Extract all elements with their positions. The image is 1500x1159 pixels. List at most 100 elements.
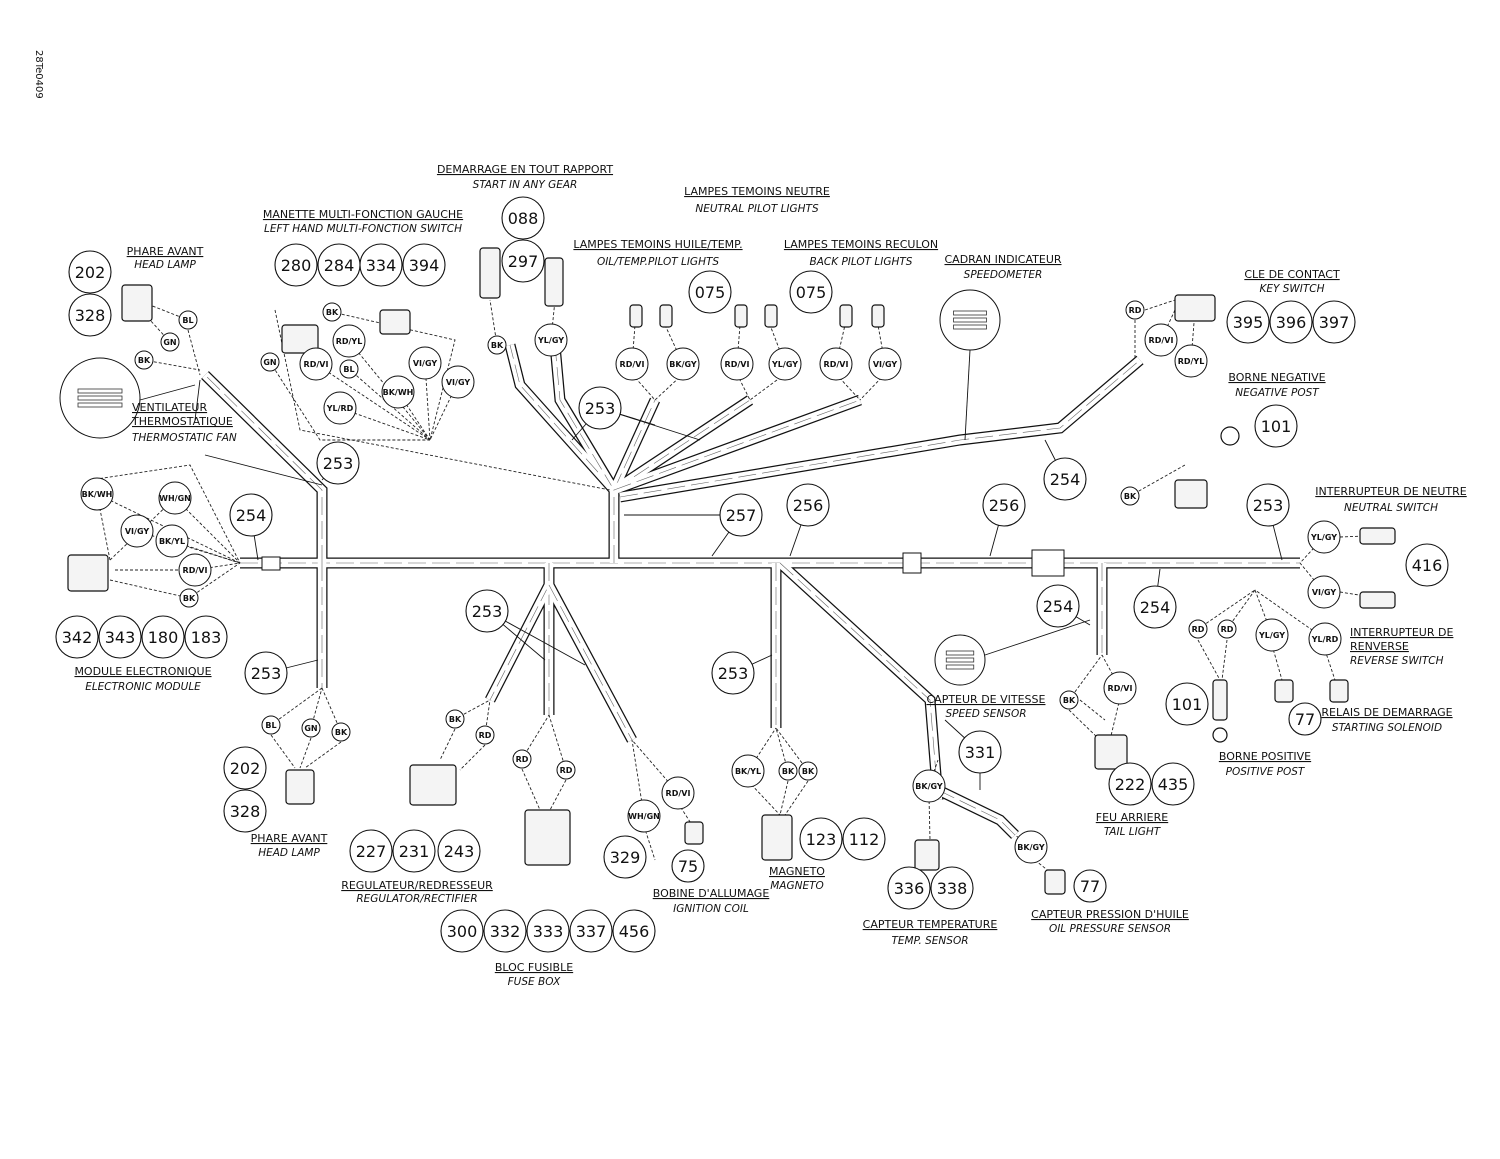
part-callout-circle [958, 730, 1002, 774]
part-number: 112 [849, 830, 880, 849]
part-number: 227 [356, 842, 387, 861]
part-callout-circle [98, 615, 142, 659]
part-number: 328 [75, 306, 106, 325]
part-callout-circle [392, 829, 436, 873]
wire-color-circle [1103, 671, 1137, 705]
wire [299, 737, 312, 769]
wire-color-circle [1217, 619, 1237, 639]
wire [187, 329, 201, 376]
wire-color-code: VI/GY [1312, 588, 1336, 597]
wire [304, 741, 342, 769]
part-number: 297 [508, 252, 539, 271]
wire-color-code: RD/VI [620, 360, 645, 369]
wire-color-code: BK [183, 594, 196, 603]
wire [521, 714, 550, 760]
wire [549, 779, 567, 811]
label-english: LEFT HAND MULTI-FONCTION SWITCH [264, 223, 462, 235]
wire-color-code: BL [343, 365, 354, 374]
part-callout-circle [501, 239, 545, 283]
wire-color-code: RD [560, 766, 573, 775]
label-english: NEUTRAL PILOT LIGHTS [695, 203, 819, 215]
part-number: 332 [490, 922, 521, 941]
wire [1068, 654, 1103, 701]
wire-color-circle [260, 352, 280, 372]
connector [409, 764, 457, 806]
wire-color-code: BK/WH [82, 490, 113, 499]
part-callout-circle [1108, 762, 1152, 806]
part-number: 253 [323, 454, 354, 473]
wire-color-circle [1307, 575, 1341, 609]
part-number: 343 [105, 628, 136, 647]
part-callout-circle [184, 615, 228, 659]
part-number: 180 [148, 628, 179, 647]
label-english: IGNITION COIL [673, 903, 749, 915]
wire [270, 687, 323, 726]
label-english: ELECTRONIC MODULE [85, 681, 201, 693]
wire-color-circle [1014, 830, 1048, 864]
connector [1212, 679, 1228, 721]
label-english: SPEED SENSOR [945, 708, 1026, 720]
wire-color-circle [512, 749, 532, 769]
wire-color-circle [301, 718, 321, 738]
label-english: NEUTRAL SWITCH [1344, 502, 1438, 514]
connector [479, 247, 501, 299]
label-french: BOBINE D'ALLUMAGE [653, 887, 770, 900]
label-french: DEMARRAGE EN TOUT RAPPORT [437, 163, 613, 176]
wire-color-code: RD/VI [304, 360, 329, 369]
label-french: FEU ARRIERE [1096, 811, 1168, 824]
wire [109, 579, 190, 599]
connector [914, 839, 940, 871]
part-number: 395 [1233, 313, 1264, 332]
part-number: 222 [1115, 775, 1146, 794]
part-number: 331 [965, 743, 996, 762]
wire [784, 780, 809, 816]
connector [1274, 679, 1294, 703]
wire-color-code: YL/GY [1310, 533, 1337, 542]
connector [524, 809, 571, 866]
wire-color-circle [1120, 486, 1140, 506]
label-french: BORNE POSITIVE [1219, 750, 1311, 763]
label-french: CLE DE CONTACT [1244, 268, 1340, 281]
connector [379, 309, 411, 335]
part-callout-circle [359, 243, 403, 287]
part-callout-circle [1073, 869, 1107, 903]
wire-color-circle [1188, 619, 1208, 639]
wire-color-circle [1125, 300, 1145, 320]
wire-color-circle [661, 776, 695, 810]
label-english: STARTING SOLENOID [1332, 722, 1442, 734]
part-number: 253 [472, 602, 503, 621]
part-number: 333 [533, 922, 564, 941]
part-callout-circle [68, 250, 112, 294]
wire-color-circle [80, 477, 114, 511]
wire-color-code: BK [782, 767, 795, 776]
part-callout-circle [578, 386, 622, 430]
wire-color-circle [381, 375, 415, 409]
part-callout-circle [789, 270, 833, 314]
part-callout-circle [465, 589, 509, 633]
wire-color-circle [323, 391, 357, 425]
label-french: PHARE AVANT [127, 245, 204, 258]
wire-color-code: RD [1192, 625, 1205, 634]
wire-color-circle [487, 335, 507, 355]
wire-color-code: RD/VI [183, 566, 208, 575]
wire [1129, 464, 1186, 497]
wire-color-circle [178, 553, 212, 587]
part-number: 300 [447, 922, 478, 941]
label-french: RELAIS DE DEMARRAGE [1321, 706, 1452, 719]
wire-color-circle [322, 302, 342, 322]
part-number: 123 [806, 830, 837, 849]
wire-color-circle [731, 754, 765, 788]
connector [629, 304, 643, 328]
grommet [1031, 549, 1065, 577]
connector [1174, 479, 1208, 509]
label-french: CADRAN INDICATEUR [944, 253, 1061, 266]
part-callout-circle [501, 196, 545, 240]
wire [1079, 699, 1106, 721]
part-callout-circle [1133, 585, 1177, 629]
part-callout-circle [1312, 300, 1356, 344]
wire-color-code: YL/GY [1258, 631, 1285, 640]
